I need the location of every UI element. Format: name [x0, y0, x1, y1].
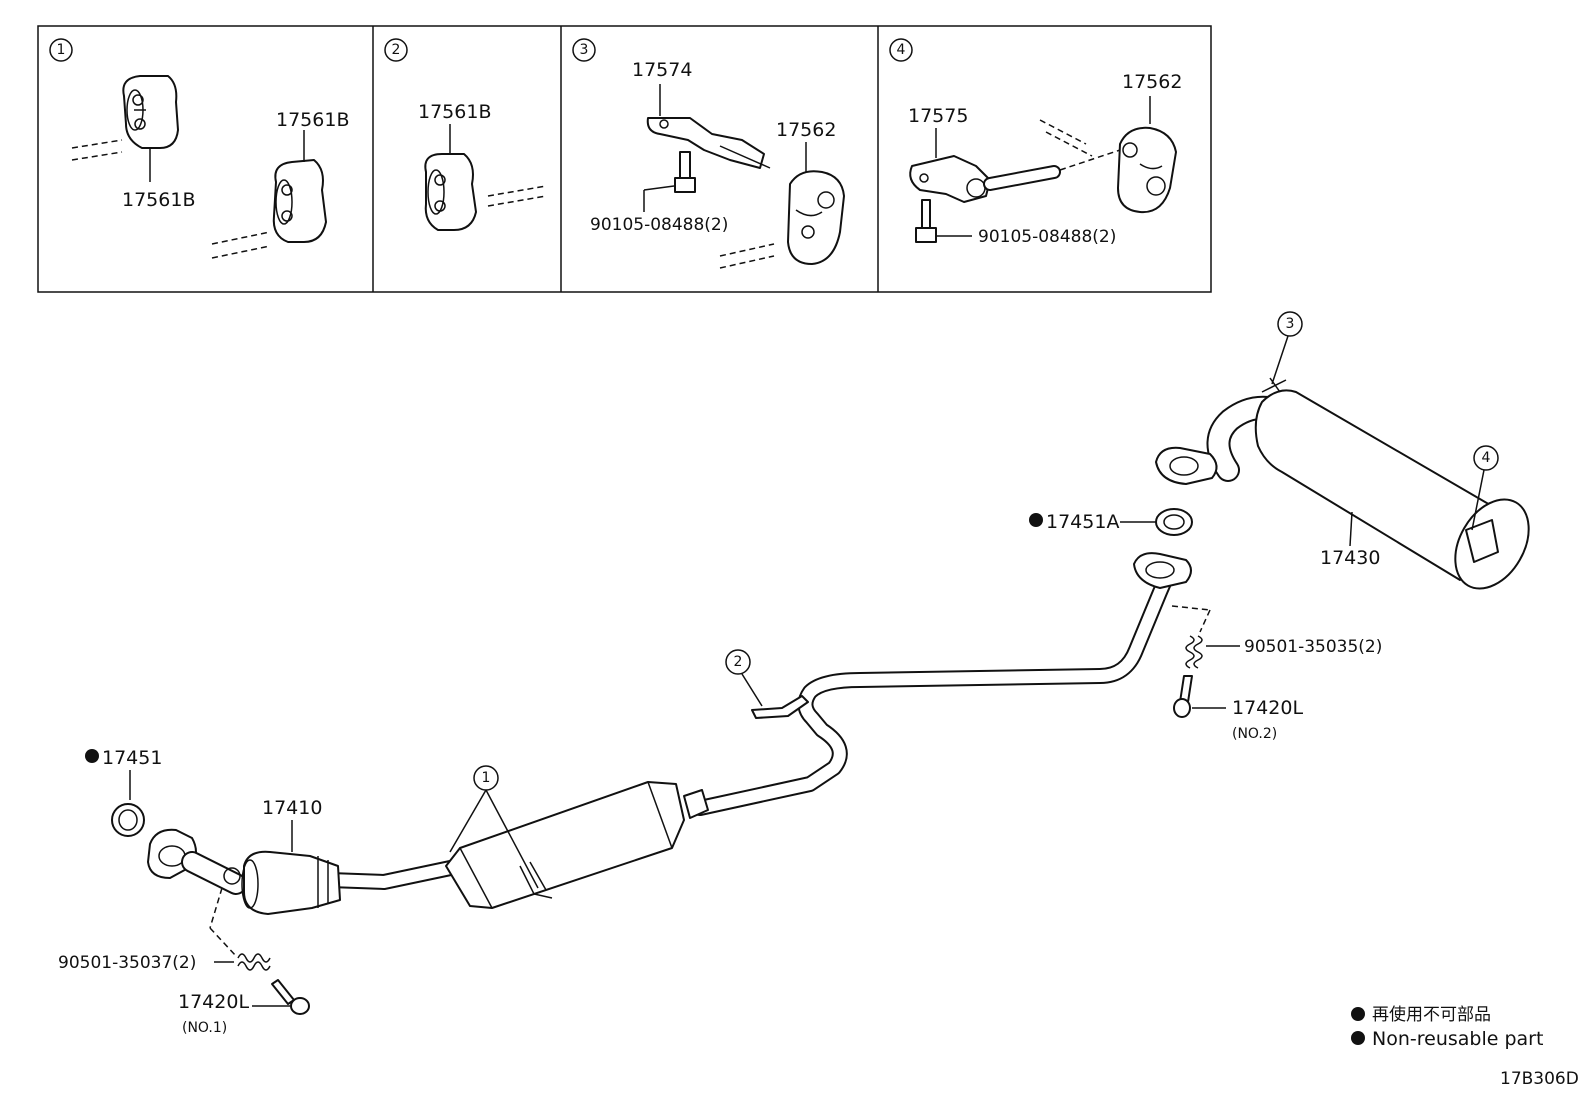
callout-3-number: 3 — [1286, 316, 1295, 332]
callout-1-number: 1 — [482, 770, 491, 786]
label-90105-b: 90105-08488(2) — [978, 227, 1116, 247]
inset-2-number: 2 — [392, 42, 401, 58]
non-reusable-dot-17451 — [85, 749, 99, 763]
hanger-rod-2 — [751, 695, 809, 719]
callout-1: 1 — [449, 765, 539, 889]
callout-2: 2 — [725, 649, 763, 707]
label-17561b-c: 17561B — [418, 101, 491, 123]
bracket-17574 — [646, 117, 771, 169]
bracket-17575 — [909, 155, 1061, 203]
inset-3-number-badge — [572, 38, 596, 62]
non-reusable-dot-17451a — [1029, 513, 1043, 527]
inset-panels — [37, 25, 1212, 293]
spring-90501-35035 — [1185, 635, 1203, 669]
label-17562-a: 17562 — [776, 119, 836, 141]
legend: 再使用不可部品 Non-reusable part — [1351, 1004, 1543, 1050]
gasket-17451a — [1155, 508, 1193, 536]
label-17574: 17574 — [632, 59, 692, 81]
label-17451a: 17451A — [1046, 511, 1119, 533]
rear-flange — [1133, 552, 1192, 589]
label-17575: 17575 — [908, 105, 968, 127]
inset-1-number-badge — [49, 38, 73, 62]
legend-dot-1 — [1351, 1007, 1365, 1021]
bolt-17420l-no1 — [271, 979, 310, 1015]
gasket-17451 — [111, 803, 145, 837]
rubber-hanger-17561b-b — [272, 159, 327, 243]
rubber-hanger-17561b-c — [424, 153, 477, 231]
catalytic-converter-17410 — [241, 850, 341, 915]
main-exhaust-assembly — [111, 377, 1530, 1015]
inset-3-number: 3 — [580, 42, 589, 58]
inset-2-number-badge — [384, 38, 408, 62]
spring-90501-35037 — [237, 953, 271, 971]
inset-1: 1 17561B 17561B — [49, 38, 349, 259]
inset-4: 4 17575 90105-08488(2) 17562 — [889, 38, 1182, 247]
figure-code: 17B306D — [1500, 1069, 1579, 1089]
bolt-90105-b — [915, 199, 937, 243]
legend-dot-2 — [1351, 1031, 1365, 1045]
inset-1-number: 1 — [57, 42, 66, 58]
label-17451: 17451 — [102, 747, 162, 769]
label-17410: 17410 — [262, 797, 322, 819]
label-17562-b: 17562 — [1122, 71, 1182, 93]
bolt-90105-a — [674, 151, 696, 193]
bolt-17420l-no2 — [1173, 675, 1193, 718]
legend-japanese: 再使用不可部品 — [1372, 1004, 1491, 1025]
inset-4-number: 4 — [897, 42, 906, 58]
label-90501-35037: 90501-35037(2) — [58, 953, 196, 973]
label-17561b-b: 17561B — [276, 109, 349, 131]
rubber-hanger-17562-a — [787, 170, 845, 265]
label-17420l-no2-note: (NO.2) — [1232, 726, 1277, 742]
label-17430: 17430 — [1320, 547, 1380, 569]
inset-4-number-badge — [889, 38, 913, 62]
callout-4-number: 4 — [1482, 450, 1491, 466]
inset-2: 2 17561B — [384, 38, 547, 231]
center-muffler — [445, 781, 709, 909]
rubber-hanger-17561b-a — [122, 75, 179, 149]
label-90105-a: 90105-08488(2) — [590, 215, 728, 235]
inset-3: 3 17574 90105-08488(2) 17562 — [572, 38, 845, 269]
callout-2-number: 2 — [734, 654, 743, 670]
label-17420l-no1-note: (NO.1) — [182, 1020, 227, 1036]
callout-4: 4 — [1471, 445, 1499, 531]
front-flange — [147, 828, 247, 895]
label-90501-35035: 90501-35035(2) — [1244, 637, 1382, 657]
rubber-hanger-17562-b — [1117, 126, 1177, 214]
label-17420l-no2: 17420L — [1232, 697, 1303, 719]
label-17420l-no1: 17420L — [178, 991, 249, 1013]
legend-english: Non-reusable part — [1372, 1028, 1543, 1050]
callout-3: 3 — [1271, 311, 1303, 385]
label-17561b-a: 17561B — [122, 189, 195, 211]
